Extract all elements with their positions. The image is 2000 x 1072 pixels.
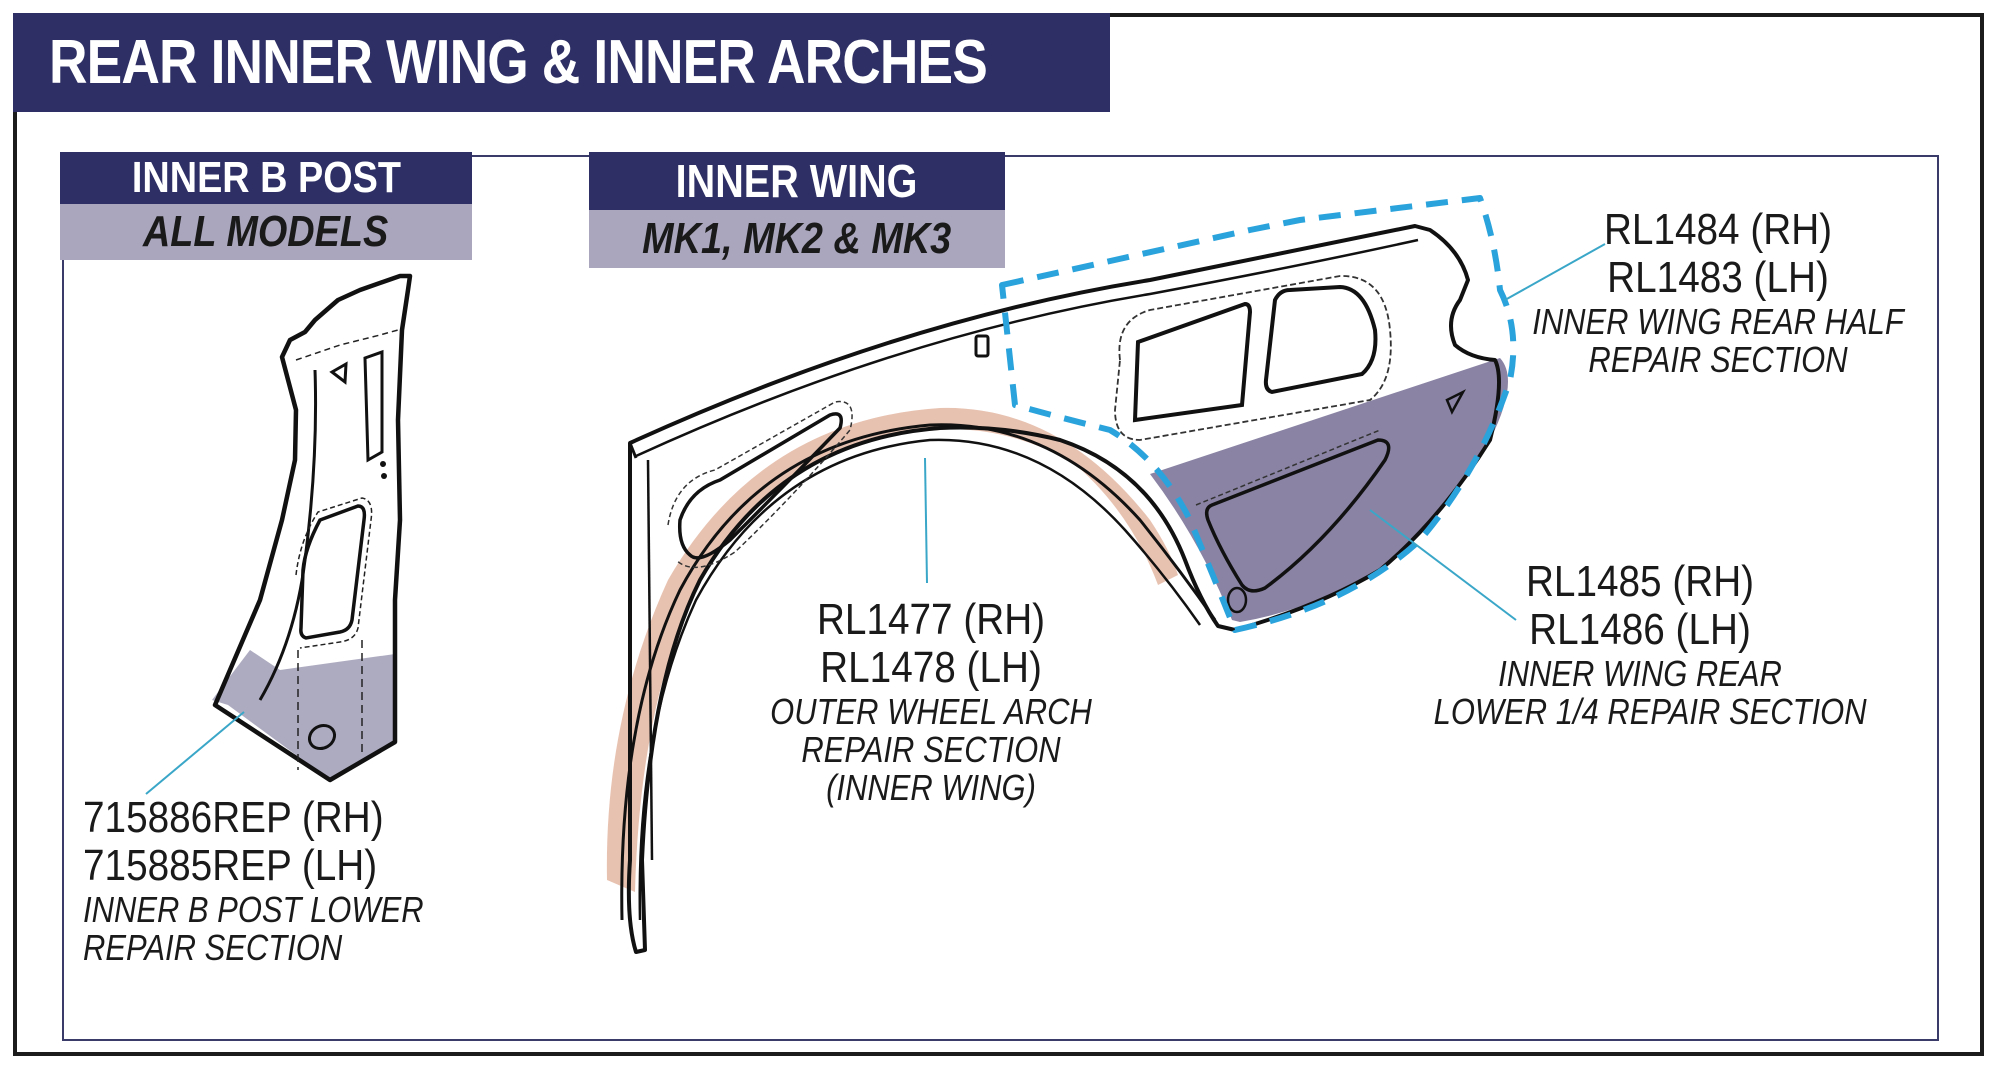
part-label-outer-wheel-arch: RL1477 (RH) RL1478 (LH) OUTER WHEEL ARCH… [731,598,1131,806]
part-description-line: LOWER 1/4 REPAIR SECTION [1433,691,1867,732]
part-number-lh: RL1483 (LH) [1607,253,1829,302]
page-title: REAR INNER WING & INNER ARCHES [49,28,988,97]
part-number-rh: RL1485 (RH) [1525,557,1755,606]
b-post-drawing [145,273,413,795]
part-label-inner-wing-rear-half: RL1484 (RH) RL1483 (LH) INNER WING REAR … [1498,208,1938,378]
part-label-b-post-lower: 715886REP (RH) 715885REP (LH) INNER B PO… [83,796,479,966]
part-description-line: INNER B POST LOWER [83,889,424,930]
part-description-line: REPAIR SECTION [801,729,1061,770]
part-description-line: INNER WING REAR [1498,653,1782,694]
section-header-inner-wing: INNER WING MK1, MK2 & MK3 [589,152,1005,268]
part-label-inner-wing-lower-quarter: RL1485 (RH) RL1486 (LH) INNER WING REAR … [1400,560,1880,730]
section-subheading: MK1, MK2 & MK3 [642,214,952,263]
part-number-lh: 715885REP (LH) [83,841,378,890]
part-number-rh: RL1484 (RH) [1603,205,1833,254]
title-banner: REAR INNER WING & INNER ARCHES [13,13,1110,112]
part-number-lh: RL1486 (LH) [1529,605,1751,654]
section-header-inner-b-post: INNER B POST ALL MODELS [60,152,472,260]
part-description-line: INNER WING REAR HALF [1532,301,1904,342]
part-description-line: (INNER WING) [826,767,1036,808]
part-description-line: REPAIR SECTION [1588,339,1848,380]
part-number-rh: 715886REP (RH) [83,793,384,842]
section-heading: INNER B POST [131,153,401,202]
section-subheading: ALL MODELS [143,207,389,256]
part-number-rh: RL1477 (RH) [816,595,1046,644]
part-description-line: REPAIR SECTION [83,927,343,968]
section-heading: INNER WING [676,155,918,207]
part-number-lh: RL1478 (LH) [820,643,1042,692]
inner-wing-drawing [606,195,1606,954]
part-description-line: OUTER WHEEL ARCH [770,691,1092,732]
